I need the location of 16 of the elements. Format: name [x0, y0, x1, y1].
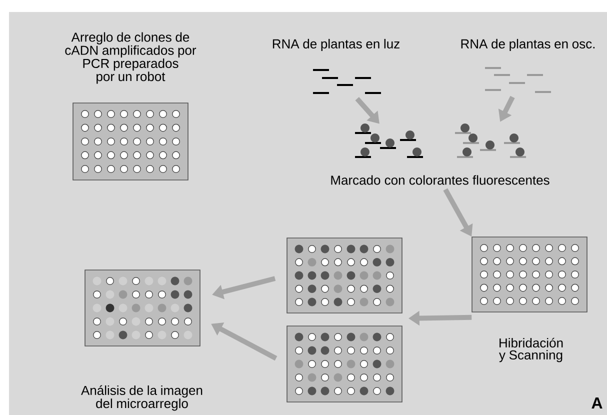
caption-text: Hibridación y Scanning	[499, 338, 563, 362]
caption-text: Análisis de la imagen del microarreglo	[81, 385, 202, 411]
microarray-plate	[84, 270, 200, 346]
caption-text: RNA de plantas en luz	[272, 38, 400, 52]
rna-strands-drawing	[485, 67, 551, 93]
caption-text: Arreglo de clones de cADN amplificados por PCR preparados por un robot	[65, 32, 196, 84]
rna-strands-drawing	[455, 124, 526, 158]
caption-text: Marcado con colorantes fluorescentes	[331, 175, 550, 185]
rna-strands-drawing	[355, 124, 423, 158]
rna-strands-drawing	[313, 69, 381, 94]
caption-text: RNA de plantas en osc.	[461, 38, 595, 52]
microarray-plate	[472, 236, 588, 312]
microarray-plate	[72, 102, 188, 180]
panel-letter: A	[592, 398, 602, 408]
microarray-plate	[286, 238, 402, 314]
microarray-plate	[286, 326, 402, 402]
